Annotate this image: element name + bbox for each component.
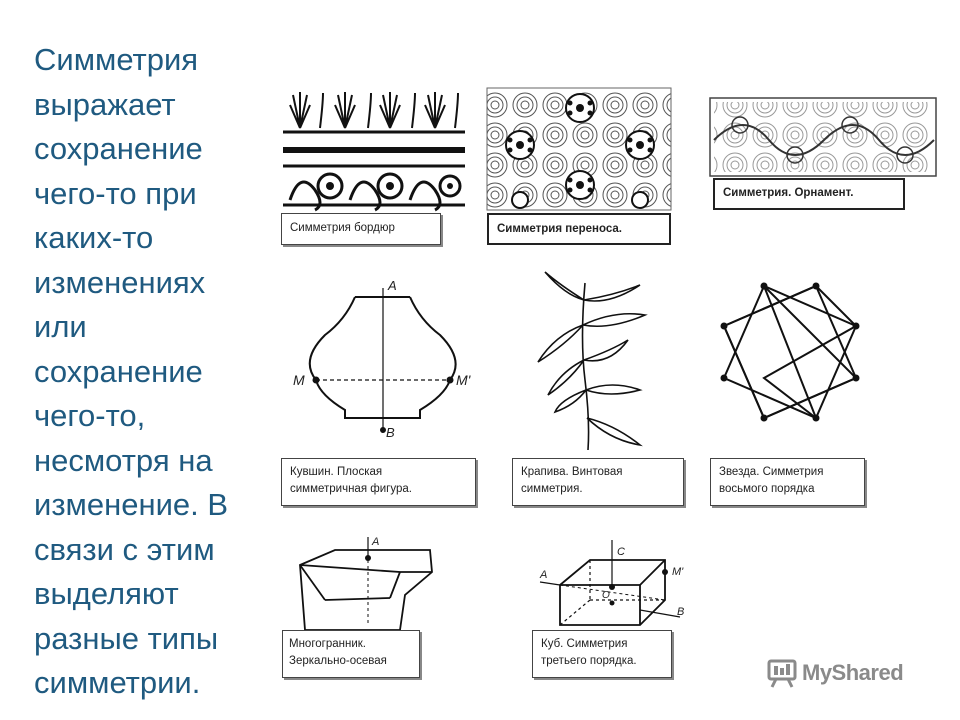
jug-diagram	[308, 288, 457, 430]
text-line: разные типы	[34, 620, 219, 656]
cube-label-c: C	[617, 546, 625, 558]
text-line: сохранение	[34, 131, 203, 166]
text-line: чего-то при	[34, 175, 197, 211]
main-text: Симметрия выражает сохранение чего-то пр…	[34, 38, 274, 706]
nettle-diagram	[537, 271, 648, 451]
presentation-board-icon	[767, 659, 797, 688]
caption-nettle: Крапива. Винтовая симметрия.	[512, 458, 684, 506]
caption-line: Крапива. Винтовая	[521, 466, 623, 478]
caption-line: Многогранник.	[289, 638, 367, 650]
jug-label-m-prime: M'	[456, 372, 472, 388]
text-line: или	[34, 309, 87, 344]
caption-line: Симметрия. Орнамент.	[723, 187, 854, 199]
caption-line: третьего порядка.	[541, 655, 637, 667]
text-line: Симметрия	[34, 42, 199, 77]
jug-label-b: B	[386, 425, 395, 440]
cube-label-a: A	[539, 569, 547, 581]
translation-pattern-image	[486, 87, 672, 211]
caption-polyhedron: Многогранник. Зеркально-осевая	[282, 630, 420, 678]
jug-points	[312, 376, 454, 433]
text-line: симметрии.	[34, 665, 201, 700]
text-line: сохранение	[34, 353, 203, 389]
caption-star: Звезда. Симметрия восьмого порядка	[710, 458, 865, 506]
caption-line: Симметрия переноса.	[497, 223, 622, 235]
caption-line: Звезда. Симметрия	[719, 466, 824, 478]
caption-translation: Симметрия переноса.	[487, 213, 671, 245]
polyhedron-label-a: A	[371, 536, 379, 548]
caption-jug: Кувшин. Плоская симметричная фигура.	[281, 458, 476, 506]
logo-text: MyShared	[802, 660, 904, 685]
caption-line: симметричная фигура.	[290, 483, 412, 495]
caption-line: Симметрия бордюр	[290, 222, 395, 234]
text-line: изменениях	[34, 264, 206, 300]
polyhedron-diagram	[299, 537, 433, 631]
caption-line: Куб. Симметрия	[541, 638, 628, 650]
myshared-logo[interactable]: MyShared	[766, 658, 904, 688]
jug-label-m: M	[293, 372, 305, 388]
text-line: несмотря на	[34, 442, 213, 478]
text-line: каких-то	[34, 220, 154, 255]
caption-cube: Куб. Симметрия третьего порядка.	[532, 630, 672, 678]
caption-ornament: Симметрия. Орнамент.	[713, 178, 905, 210]
caption-line: Зеркально-осевая	[289, 655, 387, 667]
caption-border: Симметрия бордюр	[281, 213, 441, 245]
caption-line: восьмого порядка	[719, 483, 815, 495]
caption-line: Кувшин. Плоская	[290, 466, 383, 478]
text-line: связи с этим	[34, 531, 215, 567]
polyhedron-point	[365, 555, 371, 561]
star-points	[720, 282, 860, 422]
ornament-frieze-image	[709, 97, 937, 177]
caption-line: симметрия.	[521, 483, 583, 495]
text-line: изменение. В	[34, 487, 229, 522]
border-ornament-image	[283, 86, 465, 212]
cube-label-m: M'	[672, 566, 684, 578]
text-line: выражает	[34, 86, 176, 122]
cube-diagram	[539, 540, 681, 626]
text-line: выделяют	[34, 576, 179, 611]
star-diagram	[722, 284, 858, 421]
cube-label-o: O	[602, 590, 610, 601]
cube-points	[609, 569, 668, 606]
jug-label-a: A	[387, 278, 397, 293]
cube-label-b: B	[677, 606, 684, 618]
text-line: чего-то,	[34, 398, 146, 433]
